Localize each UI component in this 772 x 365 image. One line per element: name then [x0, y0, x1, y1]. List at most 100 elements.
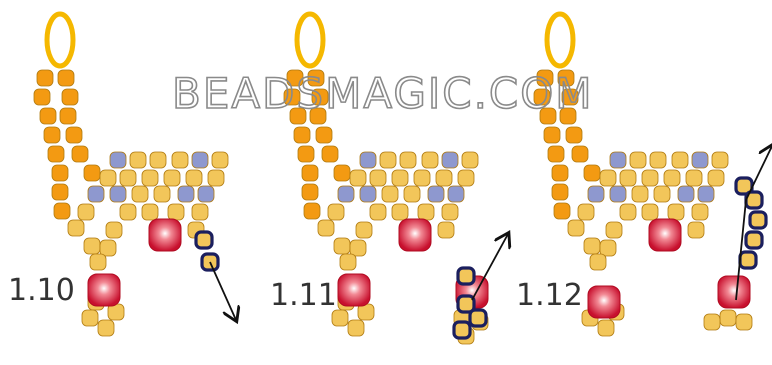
- red-bead: [648, 218, 682, 252]
- bead: [359, 185, 377, 203]
- bead: [129, 151, 147, 169]
- bead: [551, 164, 569, 182]
- bead: [53, 202, 71, 220]
- bead: [339, 253, 357, 271]
- bead: [547, 145, 565, 163]
- bead: [81, 309, 99, 327]
- bead: [577, 203, 595, 221]
- bead: [83, 237, 101, 255]
- bead: [57, 69, 75, 87]
- bead: [599, 239, 617, 257]
- bead: [321, 145, 339, 163]
- bead: [597, 319, 615, 337]
- step-diagram-1: [33, 11, 236, 337]
- bead: [77, 203, 95, 221]
- bead: [369, 203, 387, 221]
- bead: [399, 151, 417, 169]
- bead: [67, 219, 85, 237]
- bead: [619, 169, 637, 187]
- step-label-1-12: 1.12: [516, 278, 583, 313]
- bead: [587, 185, 605, 203]
- bead: [109, 185, 127, 203]
- bead: [141, 203, 159, 221]
- bead: [605, 221, 623, 239]
- hanging-loop: [294, 11, 326, 69]
- bead: [301, 183, 319, 201]
- bead: [707, 169, 725, 187]
- bead: [565, 126, 583, 144]
- step-diagram-2: [283, 11, 508, 345]
- bead: [609, 151, 627, 169]
- bead: [65, 126, 83, 144]
- bead: [83, 164, 101, 182]
- highlighted-bead: [194, 230, 214, 250]
- bead: [153, 185, 171, 203]
- bead: [631, 185, 649, 203]
- step-label-1-11: 1.11: [270, 278, 337, 313]
- bead: [441, 151, 459, 169]
- bead: [87, 185, 105, 203]
- highlighted-bead: [744, 230, 764, 250]
- bead: [649, 151, 667, 169]
- highlighted-bead: [452, 320, 472, 340]
- bead: [317, 219, 335, 237]
- bead: [553, 202, 571, 220]
- bead: [559, 107, 577, 125]
- bead: [286, 69, 304, 87]
- bead: [185, 169, 203, 187]
- bead: [315, 126, 333, 144]
- highlighted-bead: [456, 266, 476, 286]
- bead: [59, 107, 77, 125]
- bead: [671, 151, 689, 169]
- bead: [543, 126, 561, 144]
- bead: [557, 69, 575, 87]
- bead: [43, 126, 61, 144]
- bead: [149, 151, 167, 169]
- step-label-1-10: 1.10: [8, 273, 75, 308]
- hanging-loop: [544, 11, 576, 69]
- bead: [421, 151, 439, 169]
- bead: [551, 183, 569, 201]
- bead: [533, 88, 551, 106]
- bead: [163, 169, 181, 187]
- bead: [99, 169, 117, 187]
- bead: [571, 145, 589, 163]
- thread-path-arrow: [471, 234, 508, 301]
- highlighted-bead: [738, 250, 758, 270]
- bead: [207, 169, 225, 187]
- watermark-text: BEADSMAGIC.COM: [172, 69, 594, 118]
- bead: [61, 88, 79, 106]
- bead: [309, 107, 327, 125]
- bead: [331, 309, 349, 327]
- bead: [36, 69, 54, 87]
- bead: [703, 313, 721, 331]
- bead: [663, 169, 681, 187]
- bead: [641, 203, 659, 221]
- bead: [403, 185, 421, 203]
- bead: [417, 203, 435, 221]
- red-bead: [87, 273, 121, 307]
- bead: [177, 185, 195, 203]
- bead: [333, 237, 351, 255]
- bead: [119, 203, 137, 221]
- bead: [349, 169, 367, 187]
- bead: [599, 169, 617, 187]
- bead: [333, 164, 351, 182]
- bead: [283, 88, 301, 106]
- bead: [685, 169, 703, 187]
- bead: [97, 319, 115, 337]
- bead: [687, 221, 705, 239]
- bead: [619, 203, 637, 221]
- bead: [536, 69, 554, 87]
- bead: [191, 203, 209, 221]
- bead: [39, 107, 57, 125]
- bead: [211, 151, 229, 169]
- bead: [47, 145, 65, 163]
- red-bead: [398, 218, 432, 252]
- bead: [303, 202, 321, 220]
- red-bead: [148, 218, 182, 252]
- bead: [691, 151, 709, 169]
- bead: [379, 151, 397, 169]
- bead: [71, 145, 89, 163]
- bead: [583, 164, 601, 182]
